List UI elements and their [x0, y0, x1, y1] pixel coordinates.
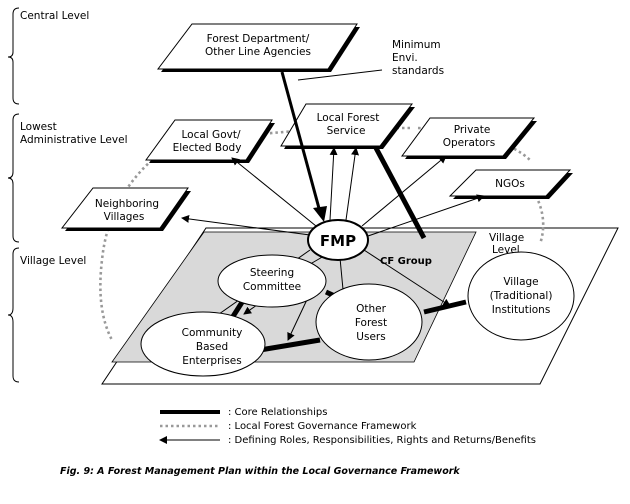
- arrow-to-private: [361, 155, 447, 227]
- standards-label-2: Envi.: [392, 52, 418, 64]
- village-inst-label-3: Institutions: [492, 304, 551, 316]
- arrow-to-local-govt: [231, 157, 317, 227]
- standards-label-1: Minimum: [392, 39, 441, 51]
- standards-leader-line: [297, 69, 383, 81]
- core-forest-dept-to-fmp: [280, 71, 322, 213]
- private-operators-label-2: Operators: [443, 137, 495, 149]
- local-forest-service-label-1: Local Forest: [317, 112, 380, 124]
- village-inst-label-2: (Traditional): [490, 290, 553, 302]
- arrow-to-lfs-1: [329, 147, 338, 221]
- box-local-forest-service: Local Forest Service: [280, 103, 415, 149]
- node-other-forest-users: Other Forest Users: [315, 283, 423, 361]
- village-inst-label-1: Village: [503, 276, 538, 288]
- users-label-3: Users: [356, 331, 385, 343]
- box-local-govt: Local Govt/ Elected Body: [145, 119, 275, 163]
- fmp-label: FMP: [320, 232, 356, 250]
- private-operators-label-1: Private: [454, 124, 491, 136]
- forest-department-label-2: Other Line Agencies: [205, 46, 311, 58]
- community-label-1: Community: [182, 327, 243, 339]
- box-ngos: NGOs: [448, 169, 573, 199]
- core-users-to-village: [423, 299, 467, 315]
- users-label-1: Other: [356, 303, 386, 315]
- community-label-3: Enterprises: [182, 355, 241, 367]
- arrow-to-neighboring: [181, 214, 311, 236]
- local-govt-label-2: Elected Body: [173, 142, 242, 154]
- legend-defining-label: : Defining Roles, Responsibilities, Righ…: [228, 435, 536, 446]
- level-central-label: Central Level: [20, 10, 89, 22]
- neighboring-villages-label-1: Neighboring: [95, 198, 159, 210]
- community-label-2: Based: [196, 341, 228, 353]
- node-steering-committee: Steering Committee: [217, 254, 327, 308]
- forest-department-label-1: Forest Department/: [207, 33, 310, 45]
- core-lfs-to-cf: [373, 146, 427, 240]
- core-forest-dept-arrowhead: [313, 206, 327, 222]
- arrow-to-lfs-2: [345, 147, 359, 221]
- steering-committee-label-1: Steering: [250, 267, 294, 279]
- ngos-label: NGOs: [495, 178, 525, 190]
- legend-core-label: : Core Relationships: [228, 407, 327, 418]
- brace-village: [7, 247, 20, 383]
- legend-framework-label: : Local Forest Governance Framework: [228, 421, 417, 432]
- box-private-operators: Private Operators: [401, 117, 537, 159]
- level-braces: [7, 7, 20, 383]
- brace-lowest: [7, 113, 20, 243]
- steering-committee-label-2: Committee: [243, 281, 301, 293]
- level-lowest-label-1: Lowest: [20, 121, 57, 133]
- local-govt-label-1: Local Govt/: [182, 129, 241, 141]
- level-lowest-label-2: Administrative Level: [20, 134, 127, 146]
- box-neighboring-villages: Neighboring Villages: [60, 187, 191, 231]
- fmp-node: FMP: [307, 219, 369, 261]
- village-level-plane-label-1: Village: [489, 232, 524, 244]
- standards-label-3: standards: [392, 65, 444, 77]
- brace-central: [7, 7, 20, 105]
- legend: : Core Relationships : Local Forest Gove…: [159, 407, 536, 446]
- node-community-enterprises: Community Based Enterprises: [140, 311, 266, 377]
- arrow-to-village-inst: [363, 249, 451, 307]
- core-community-to-users: [259, 337, 321, 353]
- arrow-to-ngos: [367, 194, 485, 237]
- framework-dotted-top: [247, 126, 410, 137]
- level-village-label: Village Level: [20, 255, 86, 267]
- box-forest-department: Forest Department/ Other Line Agencies: [156, 23, 360, 72]
- node-village-institutions: Village (Traditional) Institutions: [467, 251, 575, 341]
- users-label-2: Forest: [355, 317, 387, 329]
- neighboring-villages-label-2: Villages: [104, 211, 145, 223]
- local-forest-service-label-2: Service: [327, 125, 366, 137]
- cf-group-label: CF Group: [380, 256, 432, 267]
- figure-caption: Fig. 9: A Forest Management Plan within …: [60, 466, 460, 477]
